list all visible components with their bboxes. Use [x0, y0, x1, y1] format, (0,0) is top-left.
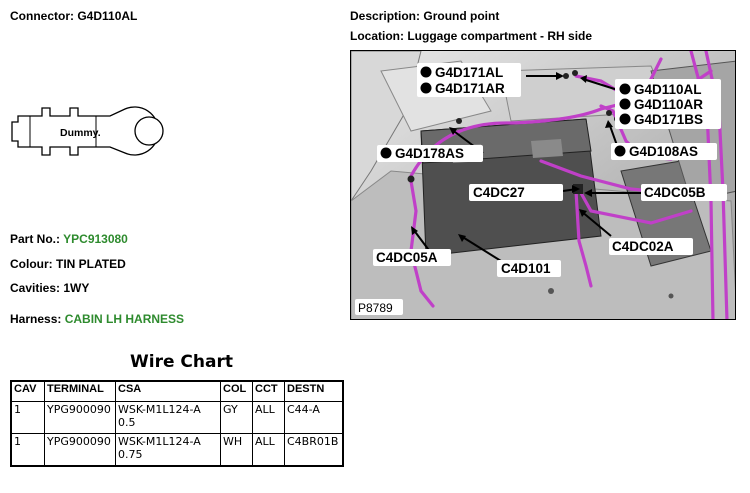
- location-label: Location:: [350, 29, 404, 43]
- drawing-label: Dummy.: [60, 127, 101, 139]
- part-no-line: Part No.: YPC913080: [10, 232, 128, 246]
- harness-label: Harness:: [10, 312, 62, 326]
- cell-csa: WSK-M1L124-A 0.5: [115, 401, 221, 434]
- header-terminal: TERMINAL: [44, 380, 116, 402]
- cell-cct: ALL: [252, 401, 285, 434]
- header-col: COL: [220, 380, 253, 402]
- cell-cct: ALL: [252, 433, 285, 467]
- callout-c4dc05a: C4DC05A: [376, 250, 438, 265]
- table-row: 1 YPG900090 WSK-M1L124-A 0.5 GY ALL C44-…: [10, 401, 344, 434]
- header-cct: CCT: [252, 380, 285, 402]
- callout-c4dc05b: C4DC05B: [644, 185, 706, 200]
- cell-destn: C44-A: [284, 401, 344, 434]
- header-destn: DESTN: [284, 380, 344, 402]
- location-value: Luggage compartment - RH side: [407, 29, 593, 43]
- header-cav: CAV: [10, 380, 45, 402]
- cell-cav: 1: [10, 401, 45, 434]
- callout-c4dc27: C4DC27: [473, 185, 525, 200]
- callout-g4d108as: G4D108AS: [629, 144, 698, 159]
- harness-line: Harness: CABIN LH HARNESS: [10, 312, 184, 326]
- cell-col: WH: [220, 433, 253, 467]
- callout-g4d178as: G4D178AS: [395, 146, 464, 161]
- header-csa: CSA: [115, 380, 221, 402]
- colour-label: Colour:: [10, 257, 53, 271]
- colour-value: TIN PLATED: [56, 257, 126, 271]
- table-row: 1 YPG900090 WSK-M1L124-A 0.75 WH ALL C4B…: [10, 433, 344, 467]
- cell-csa: WSK-M1L124-A 0.75: [115, 433, 221, 467]
- cell-col: GY: [220, 401, 253, 434]
- cell-cav: 1: [10, 433, 45, 467]
- description-line: Description: Ground point: [350, 9, 499, 23]
- part-no-label: Part No.:: [10, 232, 61, 246]
- location-line: Location: Luggage compartment - RH side: [350, 29, 592, 43]
- cell-destn: C4BR01B: [284, 433, 344, 467]
- cell-terminal: YPG900090: [44, 433, 116, 467]
- part-no-value: YPC913080: [63, 232, 128, 246]
- cell-terminal: YPG900090: [44, 401, 116, 434]
- harness-value: CABIN LH HARNESS: [64, 312, 185, 326]
- description-value: Ground point: [423, 9, 500, 23]
- description-label: Description:: [350, 9, 421, 23]
- cavities-value: 1WY: [63, 281, 90, 295]
- callout-g4d171bs: G4D171BS: [634, 112, 703, 127]
- wire-chart-table: CAV TERMINAL CSA COL CCT DESTN 1 YPG9000…: [10, 380, 344, 467]
- connector-value: G4D110AL: [77, 9, 138, 23]
- colour-line: Colour: TIN PLATED: [10, 257, 126, 271]
- callout-c4d101: C4D101: [501, 261, 551, 276]
- connector-label: Connector:: [10, 9, 74, 23]
- callout-c4dc02a: C4DC02A: [612, 239, 674, 254]
- connector-line: Connector: G4D110AL: [10, 9, 137, 23]
- callout-g4d171ar: G4D171AR: [435, 81, 505, 96]
- photo-reference: P8789: [358, 301, 393, 315]
- wire-chart-title: Wire Chart: [130, 352, 233, 372]
- callout-g4d110al: G4D110AL: [634, 82, 702, 97]
- location-photo: G4D171AL G4D171AR G4D110AL G4D110AR G4D1…: [350, 50, 736, 320]
- callout-g4d110ar: G4D110AR: [634, 97, 703, 112]
- wire-chart-header-row: CAV TERMINAL CSA COL CCT DESTN: [10, 380, 344, 402]
- callout-g4d171al: G4D171AL: [435, 65, 503, 80]
- cavities-label: Cavities:: [10, 281, 61, 295]
- cavities-line: Cavities: 1WY: [10, 281, 89, 295]
- ring-terminal-drawing: Dummy.: [11, 106, 164, 156]
